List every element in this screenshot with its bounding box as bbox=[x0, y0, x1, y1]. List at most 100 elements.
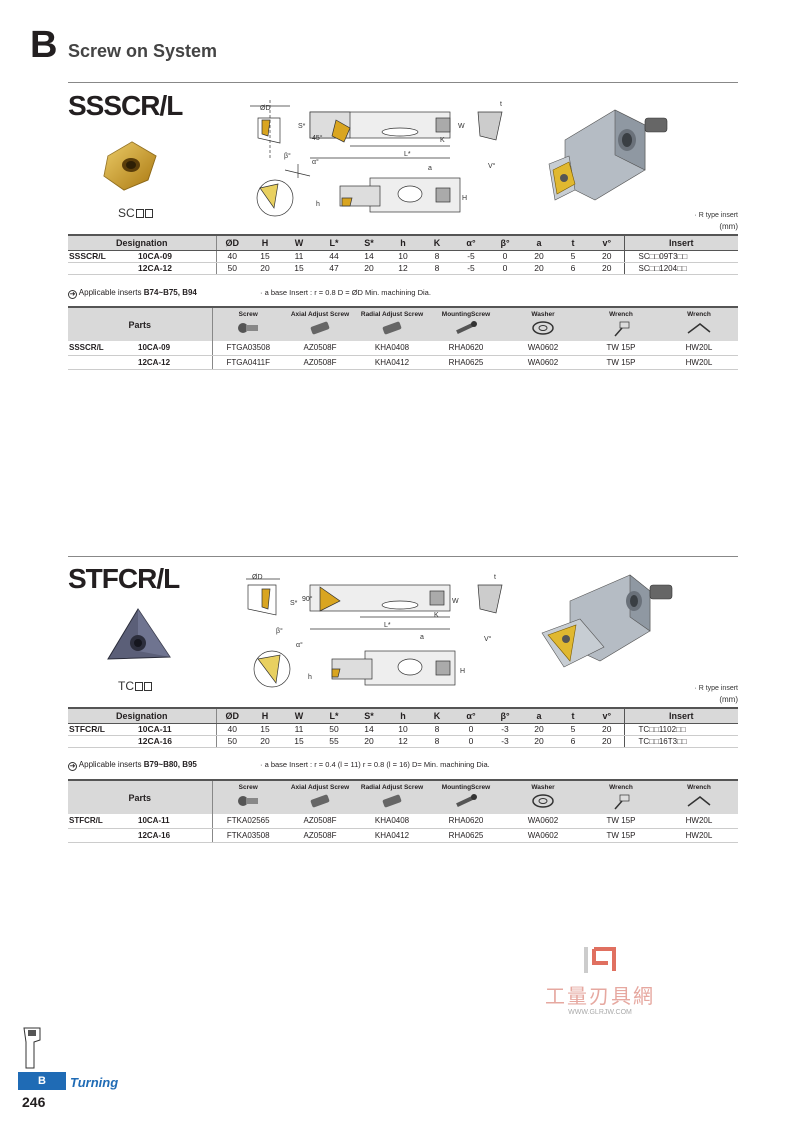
cell: 15 bbox=[248, 723, 282, 736]
cell: 11 bbox=[282, 723, 316, 736]
designation-code: 10CA-11 bbox=[136, 814, 212, 829]
arrow-circle-icon: ➜ bbox=[68, 762, 77, 771]
cell: 15 bbox=[282, 735, 316, 748]
svg-text:L*: L* bbox=[404, 151, 411, 158]
cell: KHA0412 bbox=[356, 355, 428, 370]
cell: FTKA02565 bbox=[211, 814, 284, 829]
hex-wrench-icon bbox=[687, 796, 711, 807]
cell: 11 bbox=[282, 250, 316, 263]
dimension-table: Designation ØD H W L* S* h K α° β° a t v… bbox=[68, 234, 738, 275]
col-header: α° bbox=[454, 708, 488, 724]
designation-code: 10CA-09 bbox=[136, 341, 212, 356]
cell: TW 15P bbox=[582, 828, 660, 843]
col-wrench-hex: Wrench bbox=[660, 307, 738, 341]
cell: 5 bbox=[556, 250, 590, 263]
adjust-screw-icon bbox=[382, 321, 402, 335]
col-header: W bbox=[282, 235, 316, 251]
col-insert: Insert bbox=[623, 235, 738, 251]
col-header: H bbox=[248, 708, 282, 724]
designation-code: 10CA-09 bbox=[136, 250, 216, 263]
torx-wrench-icon bbox=[614, 794, 630, 810]
cell: KHA0408 bbox=[356, 341, 428, 356]
cell: AZ0508F bbox=[284, 828, 356, 843]
col-header: α° bbox=[454, 235, 488, 251]
screw-icon bbox=[238, 323, 259, 333]
col-header: K bbox=[420, 708, 454, 724]
svg-text:a: a bbox=[420, 634, 424, 641]
col-radial-adjust-screw: Radial Adjust Screw bbox=[356, 307, 428, 341]
dimension-table: Designation ØD H W L* S* h K α° β° a t v… bbox=[68, 707, 738, 748]
cell: WA0602 bbox=[504, 828, 582, 843]
svg-text:45°: 45° bbox=[312, 134, 323, 142]
table-row: SSSCR/L 10CA-09 40 15 11 44 14 10 8 -5 0… bbox=[68, 250, 738, 263]
designation-series: STFCR/L bbox=[68, 723, 136, 736]
col-radial-adjust-screw: Radial Adjust Screw bbox=[356, 780, 428, 814]
watermark-logo-icon bbox=[584, 947, 616, 973]
section-letter: B bbox=[30, 24, 58, 66]
insert-code-label: TC bbox=[118, 679, 152, 693]
cell: 20 bbox=[522, 250, 556, 263]
svg-text:K: K bbox=[440, 137, 445, 144]
col-header: t bbox=[556, 235, 590, 251]
col-header: L* bbox=[316, 235, 352, 251]
holder-3d-image bbox=[541, 574, 673, 668]
header-rule bbox=[68, 82, 738, 83]
col-header: S* bbox=[352, 708, 386, 724]
parts-table: Parts Screw Axial Adjust Screw Radial Ad… bbox=[68, 779, 738, 843]
applicable-link[interactable]: B79~B80, B95 bbox=[143, 760, 197, 769]
applicable-inserts: ➜ Applicable inserts B74~B75, B94 · a ba… bbox=[68, 288, 431, 299]
col-header: v° bbox=[590, 235, 624, 251]
arrow-circle-icon: ➜ bbox=[68, 290, 77, 299]
col-parts: Parts bbox=[68, 780, 212, 814]
col-insert: Insert bbox=[623, 708, 738, 724]
cell: 0 bbox=[454, 723, 488, 736]
applicable-note: · a base Insert : r = 0.4 (l = 11) r = 0… bbox=[260, 760, 490, 769]
svg-text:a: a bbox=[428, 165, 432, 172]
col-header: ØD bbox=[215, 708, 248, 724]
designation-series: SSSCR/L bbox=[68, 250, 136, 263]
cell: 20 bbox=[248, 735, 282, 748]
svg-text:t: t bbox=[500, 101, 502, 108]
designation-series: SSSCR/L bbox=[68, 341, 136, 356]
cell: 47 bbox=[316, 262, 352, 275]
col-header: W bbox=[282, 708, 316, 724]
col-wrench-torx: Wrench bbox=[582, 307, 660, 341]
table-row: 12CA-16 FTKA03508 AZ0508F KHA0412 RHA062… bbox=[68, 828, 738, 843]
col-header: a bbox=[522, 235, 556, 251]
cell: 8 bbox=[420, 735, 454, 748]
col-mounting-screw: MountingScrew bbox=[428, 780, 504, 814]
cell: TW 15P bbox=[582, 814, 660, 829]
cell: 15 bbox=[282, 262, 316, 275]
cell: WA0602 bbox=[504, 814, 582, 829]
cell: RHA0625 bbox=[428, 828, 504, 843]
section-title: Screw on System bbox=[68, 41, 218, 61]
torx-wrench-icon bbox=[614, 321, 630, 337]
col-header: L* bbox=[316, 708, 352, 724]
cell: 44 bbox=[316, 250, 352, 263]
applicable-link[interactable]: B74~B75, B94 bbox=[143, 288, 197, 297]
mounting-screw-icon bbox=[456, 321, 477, 335]
insert-code-label: SC bbox=[118, 206, 153, 220]
col-header: K bbox=[420, 235, 454, 251]
col-header: β° bbox=[488, 235, 522, 251]
section-divider bbox=[68, 556, 738, 557]
table-row: STFCR/L 10CA-11 40 15 11 50 14 10 8 0 -3… bbox=[68, 723, 738, 736]
cell: WA0602 bbox=[504, 341, 582, 356]
watermark: 工量刃具網 WWW.GLRJW.COM bbox=[530, 945, 670, 1016]
table-row: 12CA-16 50 20 15 55 20 12 8 0 -3 20 6 20… bbox=[68, 735, 738, 748]
cell: 0 bbox=[488, 250, 522, 263]
col-screw: Screw bbox=[211, 780, 284, 814]
svg-text:t: t bbox=[494, 574, 496, 581]
designation-series bbox=[68, 828, 136, 843]
table-row: SSSCR/L 10CA-09 FTGA03508 AZ0508F KHA040… bbox=[68, 341, 738, 356]
section-tab[interactable]: B bbox=[18, 1072, 66, 1090]
svg-text:α°: α° bbox=[312, 158, 319, 166]
cell: 10 bbox=[386, 723, 420, 736]
cell: 5 bbox=[556, 723, 590, 736]
page-number: 246 bbox=[22, 1094, 46, 1110]
cell: 20 bbox=[590, 723, 624, 736]
applicable-inserts: ➜ Applicable inserts B79~B80, B95 · a ba… bbox=[68, 760, 490, 771]
designation-code: 12CA-12 bbox=[136, 262, 216, 275]
cell: 0 bbox=[454, 735, 488, 748]
cell: WA0602 bbox=[504, 355, 582, 370]
